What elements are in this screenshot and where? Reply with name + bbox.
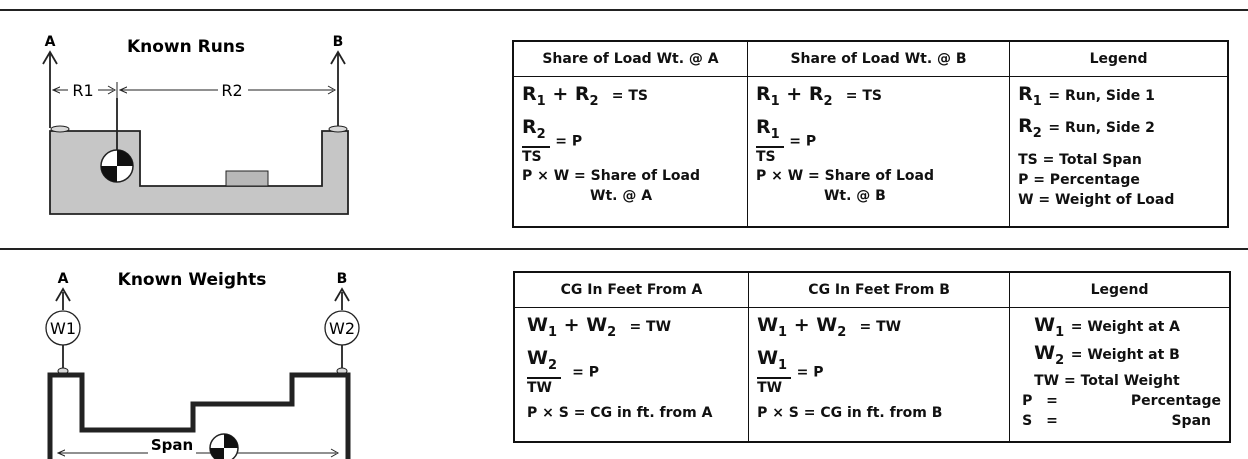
center-of-gravity-icon [100,149,134,183]
sum-equation: W1 + W2 = TW [527,314,672,340]
legend-w1: W1 = Weight at A [1034,314,1181,340]
header-share-at-a: Share of Load Wt. @ A [512,40,748,77]
arrow-up-icon [330,50,346,65]
cg-formula: P × S = CG in ft. from A [527,405,713,421]
legend-w2: W2 = Weight at B [1034,342,1180,368]
r1-label: R1 [72,81,93,100]
load-block [225,170,269,187]
point-b-label: B [337,271,348,287]
share-at-b-cell: R1 + R2 = TS R1 TS = P P × W = Share of … [746,76,1011,227]
known-weights-figure: A B Known Weights W1 W2 Span [0,260,480,459]
header-cg-from-a: CG In Feet From A [513,271,750,308]
share-at-a-cell: R1 + R2 = TS R2 TS = P P × W = Share of … [512,76,748,227]
legend-s: S = Span [1022,413,1211,429]
legend-r2: R2 = Run, Side 2 [1018,115,1155,141]
arrow-up-icon [55,287,71,302]
legend-w: W = Weight of Load [1018,192,1175,208]
span-label: Span [151,436,193,454]
header-share-at-b: Share of Load Wt. @ B [746,40,1011,77]
legend-p: P = Percentage [1022,393,1221,409]
known-runs-figure: A B Known Runs R1 R2 [0,26,480,226]
center-of-gravity-icon [209,433,239,459]
sum-equation: R1 + R2 = TS [755,83,882,109]
cg-from-b-cell: W1 + W2 = TW W1 TW = P P × S = CG in ft.… [748,307,1011,442]
cg-formula: P × S = CG in ft. from B [757,405,943,421]
legend-cell: W1 = Weight at A W2 = Weight at B TW = T… [1009,307,1231,442]
share-formula-cont: Wt. @ A [590,188,653,204]
sum-equation: R1 + R2 = TS [522,83,649,109]
known-runs-title: Known Runs [127,37,245,57]
arrow-up-icon [334,287,350,302]
known-runs-table: Share of Load Wt. @ A Share of Load Wt. … [512,40,1229,228]
w1-label: W1 [50,319,76,338]
point-a-label: A [58,271,69,287]
cg-from-a-cell: W1 + W2 = TW W2 TW = P P × S = CG in ft.… [513,307,750,442]
legend-tw: TW = Total Weight [1034,373,1180,389]
arrow-up-icon [42,50,58,65]
load-body [49,130,349,215]
percentage-fraction: W1 TW = P [757,347,824,396]
percentage-fraction: W2 TW = P [527,347,600,396]
w2-label: W2 [329,319,355,338]
r2-label: R2 [221,81,242,100]
shackle-a [50,125,70,133]
section-divider [0,248,1248,250]
header-legend: Legend [1009,271,1231,308]
header-legend: Legend [1009,40,1229,77]
legend-ts: TS = Total Span [1018,152,1142,168]
top-divider [0,9,1248,11]
sum-equation: W1 + W2 = TW [757,314,902,340]
point-b-label: B [333,34,344,50]
share-formula: P × W = Share of Load [522,168,701,184]
shackle-b [328,125,348,133]
header-cg-from-b: CG In Feet From B [748,271,1011,308]
legend-p: P = Percentage [1018,172,1140,188]
legend-r1: R1 = Run, Side 1 [1018,83,1155,109]
known-weights-title: Known Weights [118,270,267,290]
share-formula: P × W = Share of Load [755,168,934,184]
load-outline [47,372,351,459]
percentage-fraction: R2 TS = P [522,116,583,165]
share-formula-cont: Wt. @ B [823,188,886,204]
point-a-label: A [45,34,56,50]
legend-cell: R1 = Run, Side 1 R2 = Run, Side 2 TS = T… [1009,76,1229,227]
percentage-fraction: R1 TS = P [755,116,817,165]
known-weights-table: CG In Feet From A CG In Feet From B Lege… [513,271,1231,443]
